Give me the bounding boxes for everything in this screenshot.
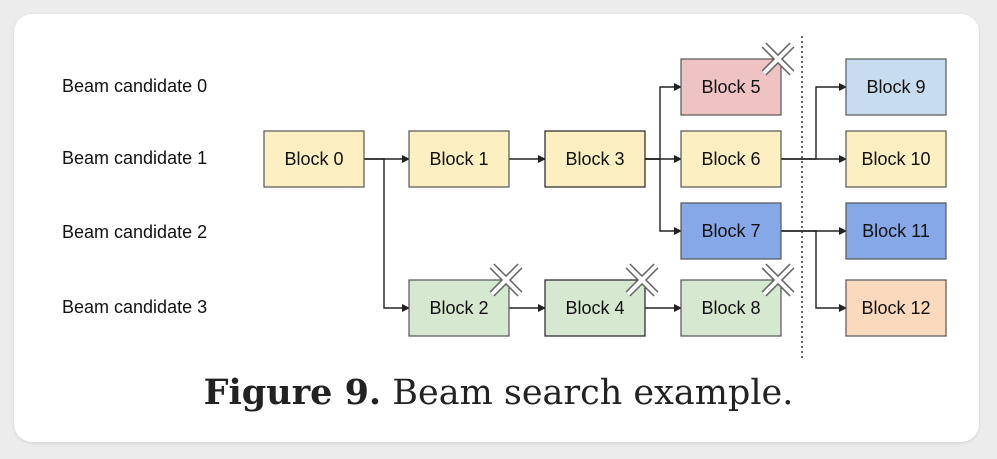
edge-b7-b12 <box>781 230 847 312</box>
block-9: Block 9 <box>845 58 947 116</box>
block-label: Block 12 <box>861 298 930 318</box>
beam-candidate-label-3: Beam candidate 3 <box>62 297 207 317</box>
block-0: Block 0 <box>263 130 365 188</box>
beam-candidate-label-1: Beam candidate 1 <box>62 148 207 168</box>
block-box <box>544 130 646 188</box>
block-box <box>845 58 947 116</box>
block-box <box>845 279 947 337</box>
block-label: Block 5 <box>701 77 760 97</box>
block-label: Block 4 <box>565 298 624 318</box>
block-box <box>680 202 782 260</box>
block-box <box>680 130 782 188</box>
pruned-x-icon <box>625 263 659 297</box>
block-10: Block 10 <box>845 130 947 188</box>
block-label: Block 1 <box>429 149 488 169</box>
blocks: Block 0 Block 1 Block 3 Block 5 Block 6 Block… <box>263 58 947 337</box>
block-box <box>263 130 365 188</box>
block-label: Block 0 <box>284 149 343 169</box>
beam-candidate-label-0: Beam candidate 0 <box>62 76 207 96</box>
pruned-x-icon <box>761 263 795 297</box>
block-label: Block 3 <box>565 149 624 169</box>
block-box <box>845 202 947 260</box>
block-label: Block 11 <box>862 221 930 241</box>
beam-candidate-label-2: Beam candidate 2 <box>62 222 207 242</box>
row-labels: Beam candidate 0 Beam candidate 1 Beam can… <box>62 76 207 317</box>
block-label: Block 9 <box>866 77 925 97</box>
block-label: Block 8 <box>701 298 760 318</box>
block-label: Block 10 <box>861 149 930 169</box>
block-3: Block 3 <box>544 130 646 188</box>
block-7: Block 7 <box>680 202 782 260</box>
figure-caption: Figure 9. Beam search example. <box>0 372 997 413</box>
block-1: Block 1 <box>408 130 510 188</box>
edge-b3-b5 <box>645 83 682 160</box>
caption-figure-number: Figure 9. <box>203 372 382 413</box>
figure-card <box>14 14 979 442</box>
edge-b0-b2 <box>364 158 410 312</box>
edge-b3-b7 <box>645 158 682 235</box>
block-12: Block 12 <box>845 279 947 337</box>
prune-marks <box>489 42 795 297</box>
caption-text: Beam search example. <box>392 373 794 413</box>
block-6: Block 6 <box>680 130 782 188</box>
block-box <box>845 130 947 188</box>
pruned-x-icon <box>761 42 795 76</box>
block-label: Block 6 <box>701 149 760 169</box>
edges <box>364 83 847 312</box>
block-label: Block 7 <box>701 221 760 241</box>
pruned-x-icon <box>489 263 523 297</box>
block-box <box>408 130 510 188</box>
block-11: Block 11 <box>845 202 947 260</box>
block-label: Block 2 <box>429 298 488 318</box>
edge-b6-b9 <box>781 83 847 160</box>
